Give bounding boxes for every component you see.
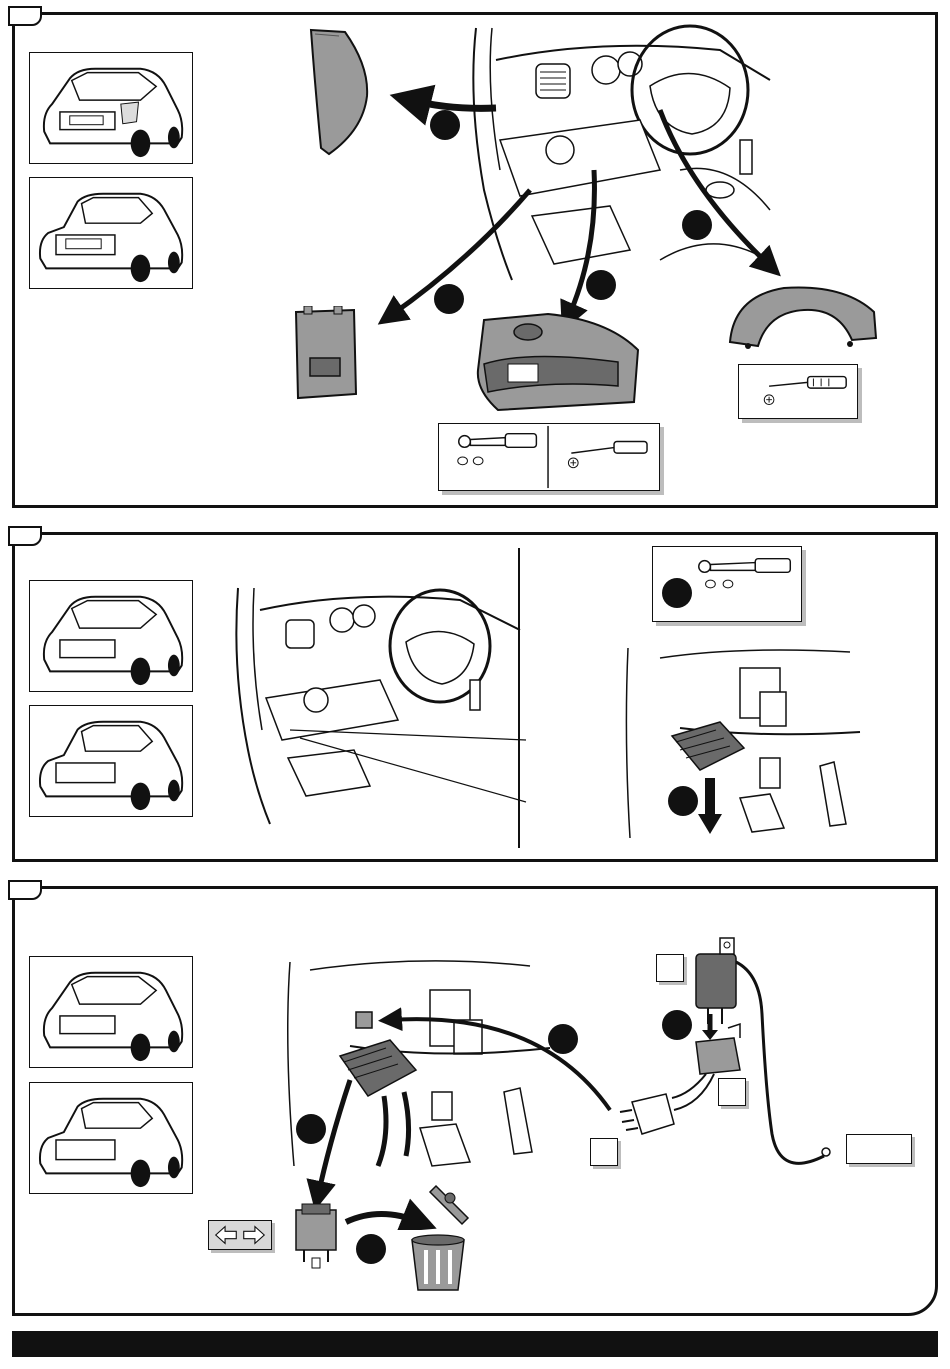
car-thumb-hatchback — [29, 52, 193, 164]
hatchback-rear-icon — [30, 957, 192, 1067]
car-thumb-hatchback-3 — [29, 956, 193, 1068]
phillips-screwdriver-icon — [568, 441, 647, 467]
trash-bin-icon — [406, 1180, 476, 1294]
step-tab-3 — [8, 880, 42, 900]
steering-column-cover-part — [724, 282, 882, 354]
step-tab-2 — [8, 526, 42, 546]
direction-indicator — [208, 1220, 272, 1250]
callout-3c — [356, 1234, 386, 1264]
callout-1b — [434, 284, 464, 314]
relay-kit-illustration — [610, 934, 850, 1184]
toolbox-screwdriver-1 — [738, 364, 858, 419]
callout-1d — [682, 210, 712, 240]
wire-label-box — [846, 1134, 912, 1164]
car-thumb-sedan — [29, 177, 193, 289]
part-label-c — [590, 1138, 618, 1166]
callout-1c — [586, 270, 616, 300]
car-thumb-hatchback-2 — [29, 580, 193, 692]
callout-2b — [668, 786, 698, 816]
dashboard-illustration-2 — [230, 580, 530, 825]
connector-removal-illustration — [620, 638, 870, 848]
toolbox-ratchet-screwdriver-1 — [438, 423, 660, 491]
hatchback-rear-icon — [30, 53, 192, 163]
old-connector-part — [288, 1202, 344, 1272]
callout-3b — [296, 1114, 326, 1144]
part-label-b — [718, 1078, 746, 1106]
footer-bar — [12, 1331, 938, 1357]
sedan-rear-icon — [30, 706, 192, 816]
sedan-rear-icon — [30, 1083, 192, 1193]
callout-2a — [662, 578, 692, 608]
double-arrow-icon — [209, 1221, 271, 1249]
step-tab-1 — [8, 6, 42, 26]
phillips-screwdriver-icon — [739, 365, 857, 418]
panel-2-divider — [518, 548, 520, 848]
lower-dash-panel-part — [468, 310, 644, 414]
knee-panel-part — [290, 306, 362, 400]
callout-1a — [430, 110, 460, 140]
callout-3a — [548, 1024, 578, 1054]
part-label-a — [656, 954, 684, 982]
hatchback-rear-icon — [30, 581, 192, 691]
car-thumb-sedan-3 — [29, 1082, 193, 1194]
car-thumb-sedan-2 — [29, 705, 193, 817]
sedan-rear-icon — [30, 178, 192, 288]
ratchet-wrench-icon — [458, 434, 537, 465]
